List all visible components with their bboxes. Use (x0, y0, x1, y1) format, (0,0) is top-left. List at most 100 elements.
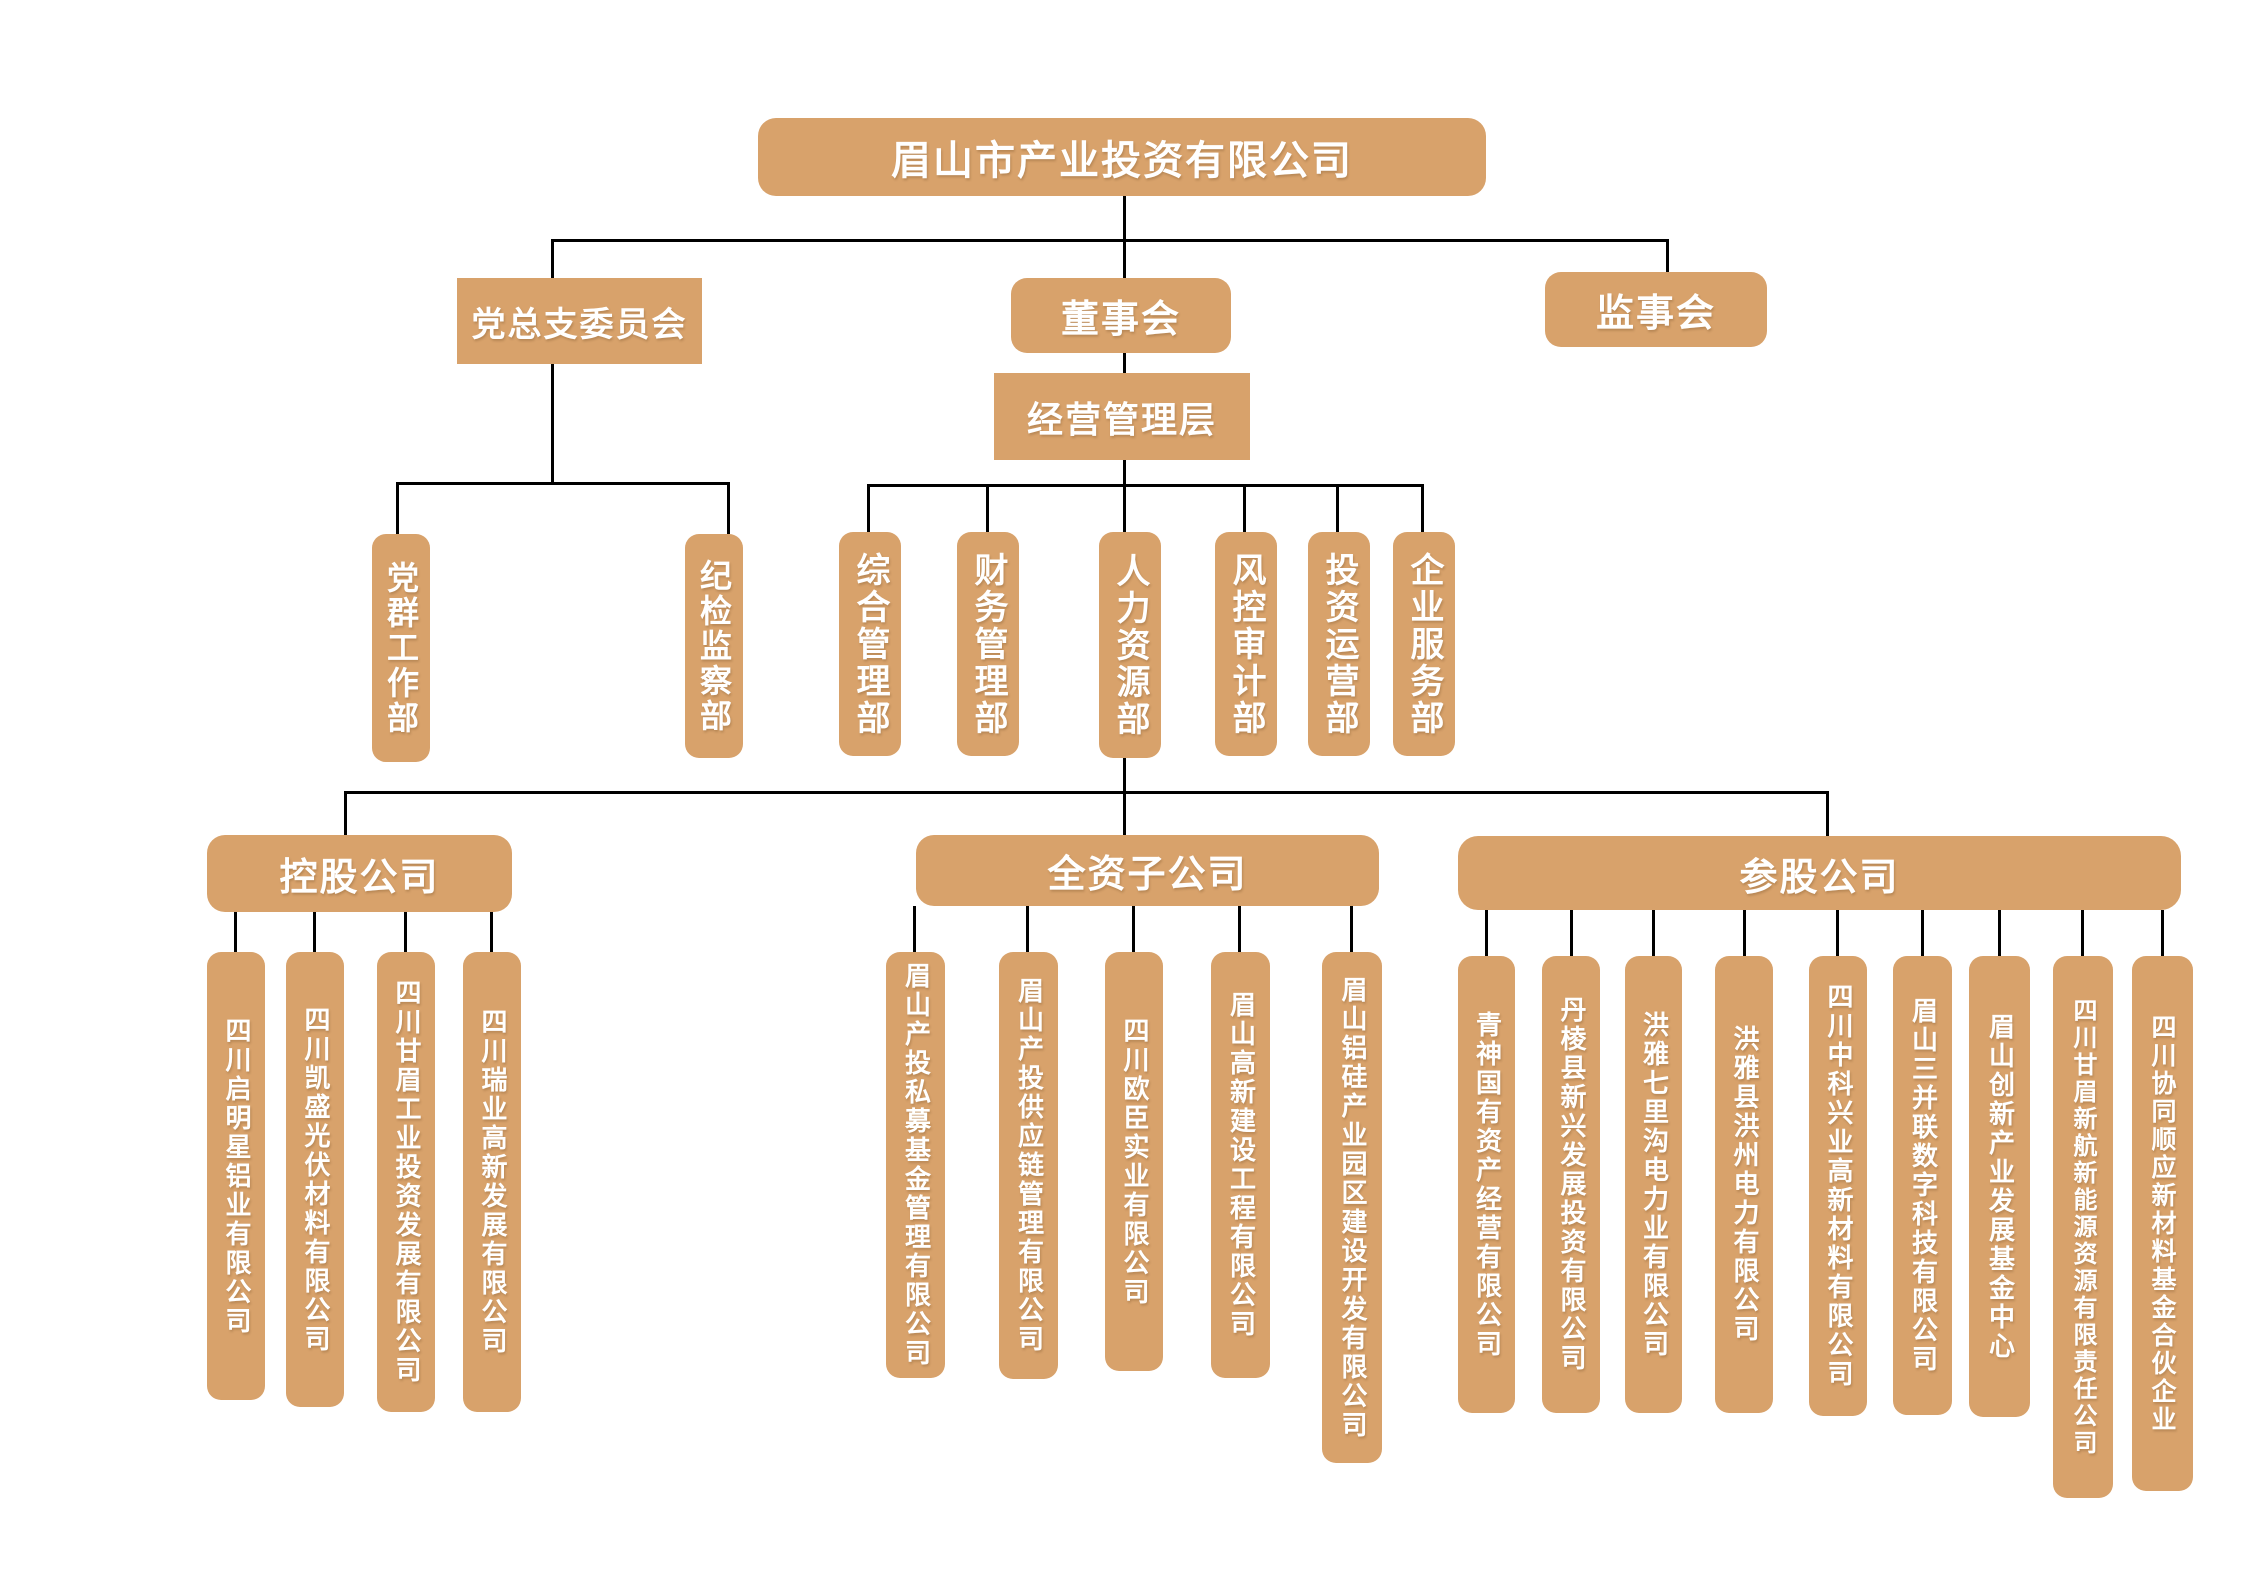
finance-dept-label: 财务管理部 (968, 551, 1008, 737)
party-committee-box: 党总支委员会 (457, 278, 702, 364)
investment-operations-dept-box: 投资运营部 (1308, 532, 1370, 756)
company-box-equity-4: 洪雅县洪州电力有限公司 (1715, 956, 1773, 1413)
connector-equity-co-8 (2081, 910, 2084, 956)
connector-mgmt-dept-6-drop (1421, 484, 1424, 534)
wholly-owned-group-label: 全资子公司 (1047, 852, 1248, 896)
company-label: 丹棱县新兴发展投资有限公司 (1556, 996, 1586, 1373)
connector-holding-co-1 (234, 912, 237, 952)
connector-equity-co-9 (2161, 910, 2164, 956)
connector-party-depts-horizontal (396, 482, 730, 485)
company-box-equity-3: 洪雅七里沟电力业有限公司 (1625, 956, 1682, 1413)
connector-wholly-co-2 (1026, 906, 1029, 952)
connector-holding-co-2 (313, 912, 316, 952)
company-label: 眉山创新产业发展基金中心 (1984, 1012, 2015, 1361)
company-label: 四川凯盛光伏材料有限公司 (300, 1005, 330, 1354)
company-label: 四川启明星铝业有限公司 (221, 1016, 251, 1336)
discipline-inspection-dept-label: 纪检监察部 (695, 558, 733, 734)
connector-mgmt-dept-5-drop (1336, 484, 1339, 534)
company-label: 眉山产投供应链管理有限公司 (1013, 977, 1044, 1354)
company-box-holding-3: 四川甘眉工业投资发展有限公司 (377, 952, 435, 1412)
connector-holding-co-3 (404, 912, 407, 952)
company-box-equity-5: 四川中科兴业高新材料有限公司 (1809, 956, 1867, 1416)
company-box-equity-6: 眉山三并联数字科技有限公司 (1893, 956, 1952, 1415)
company-label: 洪雅县洪州电力有限公司 (1729, 1025, 1759, 1344)
company-box-wholly-4: 眉山高新建设工程有限公司 (1211, 952, 1270, 1378)
company-box-holding-4: 四川瑞业高新发展有限公司 (463, 952, 521, 1412)
management-label: 经营管理层 (1026, 399, 1217, 441)
connector-wholly-co-5 (1350, 906, 1353, 952)
company-box-equity-9: 四川协同顺应新材料基金合伙企业 (2132, 956, 2193, 1491)
board-label: 董事会 (1060, 297, 1181, 341)
connector-level2-horizontal (551, 239, 1669, 242)
connector-equity-co-3 (1652, 910, 1655, 956)
connector-mgmt-dept-2-drop (986, 484, 989, 534)
holding-group-label: 控股公司 (279, 855, 440, 899)
connector-party-dept-1-drop (396, 483, 399, 534)
org-root-box: 眉山市产业投资有限公司 (758, 118, 1486, 196)
hr-dept-box: 人力资源部 (1099, 532, 1161, 758)
connector-equity-drop (1826, 793, 1829, 838)
management-box: 经营管理层 (994, 373, 1250, 460)
company-box-holding-1: 四川启明星铝业有限公司 (207, 952, 265, 1400)
connector-equity-co-7 (1998, 910, 2001, 956)
hr-dept-label: 人力资源部 (1110, 552, 1150, 738)
enterprise-services-dept-box: 企业服务部 (1393, 532, 1455, 756)
company-label: 四川甘眉新航新能源资源有限责任公司 (2069, 997, 2097, 1457)
party-masses-dept-label: 党群工作部 (382, 560, 420, 736)
connector-mgmt-dept-1-drop (867, 484, 870, 534)
wholly-owned-group-header: 全资子公司 (916, 835, 1379, 906)
company-box-equity-8: 四川甘眉新航新能源资源有限责任公司 (2053, 956, 2113, 1498)
company-box-wholly-1: 眉山产投私募基金管理有限公司 (886, 952, 945, 1378)
connector-supervisory-vertical (1666, 240, 1669, 274)
company-label: 青神国有资产经营有限公司 (1471, 1010, 1502, 1359)
equity-group-header: 参股公司 (1458, 836, 2181, 910)
company-label: 眉山产投私募基金管理有限公司 (900, 962, 931, 1368)
discipline-inspection-dept-box: 纪检监察部 (685, 534, 743, 758)
company-box-equity-7: 眉山创新产业发展基金中心 (1969, 956, 2030, 1417)
supervisory-label: 监事会 (1595, 291, 1716, 335)
company-label: 洪雅七里沟电力业有限公司 (1638, 1010, 1669, 1359)
company-label: 四川协同顺应新材料基金合伙企业 (2148, 1013, 2177, 1434)
risk-audit-dept-box: 风控审计部 (1215, 532, 1277, 756)
org-root-label: 眉山市产业投资有限公司 (891, 138, 1353, 184)
equity-group-label: 参股公司 (1739, 854, 1900, 899)
company-label: 四川甘眉工业投资发展有限公司 (391, 979, 421, 1385)
company-box-equity-2: 丹棱县新兴发展投资有限公司 (1542, 956, 1600, 1413)
party-committee-label: 党总支委员会 (471, 304, 688, 345)
holding-group-header: 控股公司 (207, 835, 512, 912)
board-box: 董事会 (1011, 278, 1231, 353)
company-label: 眉山铝硅产业园区建设开发有限公司 (1337, 975, 1367, 1440)
company-label: 四川瑞业高新发展有限公司 (477, 1008, 507, 1356)
connector-equity-co-4 (1743, 910, 1746, 956)
connector-mgmt-dept-4-drop (1243, 484, 1246, 534)
connector-equity-co-1 (1485, 910, 1488, 956)
company-label: 眉山三并联数字科技有限公司 (1907, 997, 1938, 1374)
connector-equity-co-2 (1570, 910, 1573, 956)
company-box-wholly-3: 四川欧臣实业有限公司 (1105, 952, 1163, 1371)
supervisory-box: 监事会 (1545, 272, 1767, 347)
general-management-dept-label: 综合管理部 (850, 551, 890, 737)
enterprise-services-dept-label: 企业服务部 (1404, 551, 1444, 737)
investment-operations-dept-label: 投资运营部 (1319, 551, 1359, 737)
connector-holding-co-4 (490, 912, 493, 952)
connector-wholly-co-1 (913, 906, 916, 952)
company-label: 四川中科兴业高新材料有限公司 (1823, 983, 1853, 1389)
finance-dept-box: 财务管理部 (957, 532, 1019, 756)
risk-audit-dept-label: 风控审计部 (1226, 551, 1266, 737)
connector-party-dept-2-drop (727, 483, 730, 534)
connector-main-axis-vertical (1123, 195, 1126, 535)
connector-wholly-co-4 (1238, 906, 1241, 952)
company-box-equity-1: 青神国有资产经营有限公司 (1458, 956, 1515, 1413)
general-management-dept-box: 综合管理部 (839, 532, 901, 756)
connector-mgmt-depts-horizontal (867, 484, 1424, 487)
connector-equity-co-5 (1836, 910, 1839, 956)
connector-hr-to-subsidiaries (1123, 758, 1126, 835)
connector-wholly-co-3 (1132, 906, 1135, 952)
party-masses-dept-box: 党群工作部 (372, 534, 430, 762)
company-box-wholly-5: 眉山铝硅产业园区建设开发有限公司 (1322, 952, 1382, 1463)
company-box-holding-2: 四川凯盛光伏材料有限公司 (286, 952, 344, 1407)
company-label: 四川欧臣实业有限公司 (1119, 1016, 1149, 1307)
company-box-wholly-2: 眉山产投供应链管理有限公司 (999, 952, 1058, 1379)
company-label: 眉山高新建设工程有限公司 (1225, 991, 1256, 1339)
